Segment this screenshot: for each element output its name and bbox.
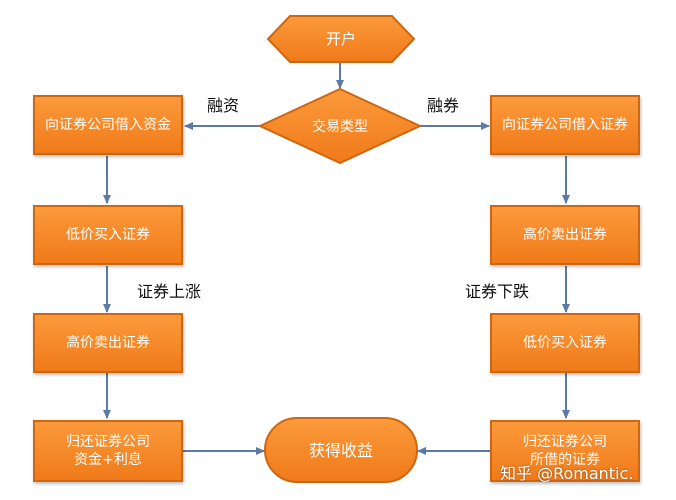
price-up-label: 证券上涨: [137, 282, 202, 301]
trade-type-text: 交易类型: [312, 118, 368, 135]
borrow-securities-node: 向证券公司借入证券: [490, 95, 640, 155]
repay-left-node: 归还证券公司 资金+利息: [33, 420, 183, 482]
repay-left-line1: 归还证券公司: [66, 434, 150, 450]
watermark: 知乎 @Romantic.: [500, 464, 634, 483]
margin-financing-label: 融资: [207, 96, 240, 115]
securities-lending-label: 融券: [427, 96, 460, 115]
borrow-funds-node: 向证券公司借入资金: [33, 95, 183, 155]
sell-high-left-node: 高价卖出证券: [33, 313, 183, 373]
open-account-text: 开户: [326, 30, 356, 48]
borrow-securities-text: 向证券公司借入证券: [502, 117, 628, 133]
repay-left-line2: 资金+利息: [74, 452, 142, 468]
borrow-funds-text: 向证券公司借入资金: [45, 117, 171, 133]
sell-high-left-text: 高价卖出证券: [66, 335, 150, 351]
buy-low-left-text: 低价买入证券: [66, 227, 150, 243]
repay-right-node: 归还证券公司 所借的证券: [490, 420, 640, 482]
buy-low-right-text: 低价买入证券: [523, 335, 607, 351]
profit-node: [264, 417, 418, 483]
repay-right-line1: 归还证券公司: [523, 434, 607, 450]
profit-text: 获得收益: [309, 441, 373, 460]
sell-high-right-text: 高价卖出证券: [523, 227, 607, 243]
buy-low-right-node: 低价买入证券: [490, 313, 640, 373]
trade-type-node: [257, 87, 423, 165]
repay-right-line2: 所借的证券: [530, 452, 600, 468]
sell-high-right-node: 高价卖出证券: [490, 205, 640, 265]
buy-low-left-node: 低价买入证券: [33, 205, 183, 265]
open-account-node: [266, 15, 416, 63]
price-down-label: 证券下跌: [465, 282, 530, 301]
